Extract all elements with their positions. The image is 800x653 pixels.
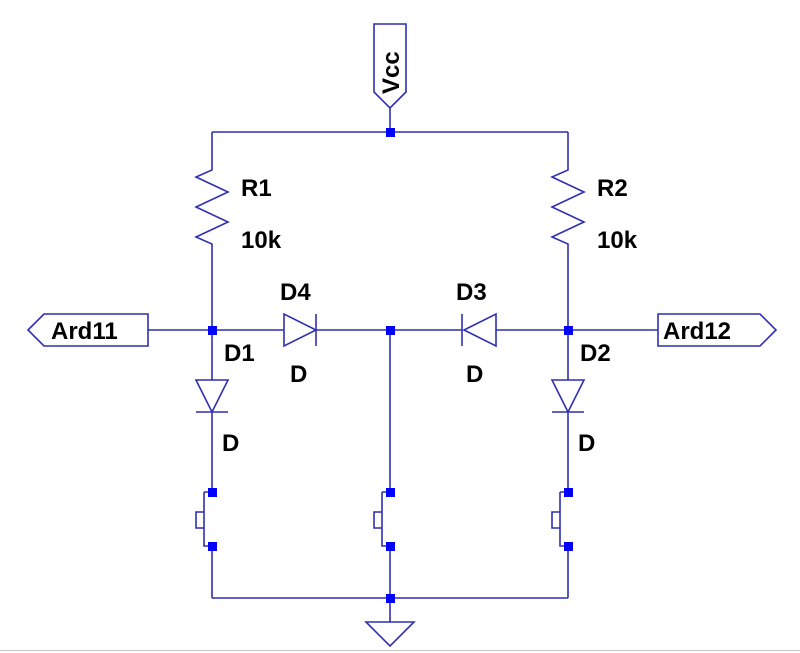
switch-left-pin2 (208, 542, 217, 551)
r2-ref: R2 (597, 175, 628, 202)
vcc-port-shape (373, 23, 407, 110)
ard11-port: Ard11 (26, 313, 149, 347)
ard12-label: Ard12 (663, 318, 731, 345)
d2-ref: D2 (580, 340, 611, 367)
d2-value: D (578, 430, 595, 457)
wires (148, 108, 658, 622)
bottom-divider (0, 650, 800, 651)
resistor-r2: R2 10k (550, 164, 638, 254)
vcc-port: Vcc (373, 23, 407, 110)
r2-zigzag (550, 164, 586, 252)
switch-middle-shape (373, 491, 390, 547)
switch-left-pin1 (208, 488, 217, 497)
r2-value: 10k (597, 227, 638, 254)
switch-right (551, 488, 573, 551)
junction-right (564, 326, 573, 335)
d2-triangle (550, 379, 586, 414)
d1-value: D (222, 430, 239, 457)
diode-d1: D1 D (194, 340, 255, 457)
d3-triangle (462, 312, 497, 348)
d1-ref: D1 (224, 340, 255, 367)
diode-d3: D3 D (456, 279, 497, 388)
switch-right-pin1 (564, 488, 573, 497)
d1-triangle (194, 379, 230, 414)
d4-triangle (283, 312, 318, 348)
switch-middle-pin1 (386, 488, 395, 497)
d3-ref: D3 (456, 279, 487, 306)
junction-top (386, 128, 395, 137)
ground-triangle (364, 621, 416, 648)
r1-ref: R1 (241, 175, 272, 202)
vcc-label: Vcc (378, 51, 405, 94)
junction-middle (386, 326, 395, 335)
junction-left (208, 326, 217, 335)
diode-d2: D2 D (550, 340, 611, 457)
switch-right-pin2 (564, 542, 573, 551)
ard11-label: Ard11 (51, 318, 118, 345)
d4-ref: D4 (280, 279, 311, 306)
ground-symbol (364, 621, 416, 648)
resistor-r1: R1 10k (194, 164, 282, 254)
ard12-port-shape (657, 313, 778, 347)
r1-zigzag (194, 164, 230, 252)
r1-value: 10k (241, 227, 282, 254)
ard11-port-shape (26, 313, 149, 347)
junctions (208, 128, 573, 603)
switch-right-shape (551, 491, 568, 547)
d4-value: D (290, 361, 307, 388)
switch-left-shape (195, 491, 212, 547)
switch-middle-pin2 (386, 542, 395, 551)
ard12-port: Ard12 (657, 313, 778, 347)
switch-left (195, 488, 217, 551)
junction-bottom (386, 594, 395, 603)
d3-value: D (466, 361, 483, 388)
diode-d4: D4 D (280, 279, 318, 388)
switch-middle (373, 488, 395, 551)
